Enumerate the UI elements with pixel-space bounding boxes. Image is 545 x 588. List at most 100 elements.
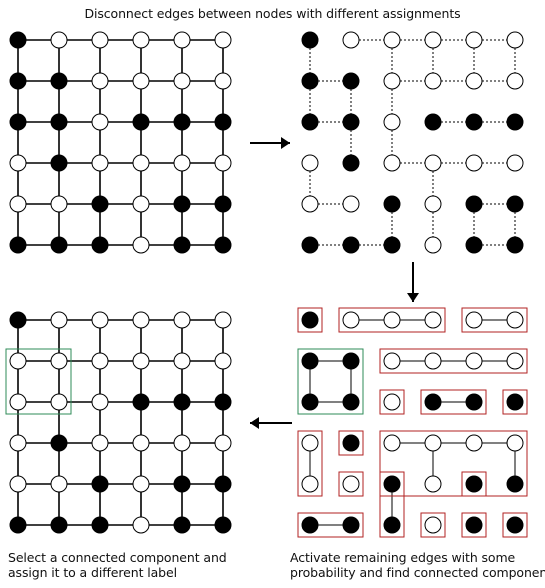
panel-components-node-black xyxy=(465,516,483,534)
arrow-right-head xyxy=(281,137,290,149)
panel-initial-node-white xyxy=(132,236,150,254)
panel-relabeled-node-white xyxy=(132,516,150,534)
panel-relabeled-node-black xyxy=(50,516,68,534)
component-box xyxy=(502,389,528,415)
bottom-right-caption-line-2: probability and find connected componen xyxy=(290,565,545,580)
panel-disconnected-node-white xyxy=(301,154,319,172)
panel-components-node-black xyxy=(383,475,401,493)
panel-relabeled-node-white xyxy=(214,352,232,370)
component-box xyxy=(379,471,405,538)
panel-disconnected-node-white xyxy=(383,154,401,172)
panel-components-node-black xyxy=(301,311,319,329)
panel-initial-node-black xyxy=(132,113,150,131)
component-box xyxy=(338,307,446,333)
panel-relabeled-node-white xyxy=(9,393,27,411)
panel-initial-node-black xyxy=(9,31,27,49)
panel-relabeled-node-white xyxy=(91,352,109,370)
panel-relabeled-node-black xyxy=(50,434,68,452)
panel-disconnected-node-black xyxy=(301,236,319,254)
panel-relabeled-node-white xyxy=(91,434,109,452)
panel-disconnected-node-black xyxy=(301,31,319,49)
panel-relabeled-node-white xyxy=(9,475,27,493)
panel-disconnected-node-white xyxy=(424,195,442,213)
component-box xyxy=(297,430,323,497)
panel-disconnected-node-black xyxy=(342,154,360,172)
panel-components-node-white xyxy=(383,434,401,452)
bottom-left-caption-line-1: Select a connected component and xyxy=(8,550,227,565)
panel-initial-node-white xyxy=(9,195,27,213)
panel-disconnected-node-black xyxy=(342,113,360,131)
panel-disconnected-node-white xyxy=(506,31,524,49)
panel-initial-node-white xyxy=(50,195,68,213)
panel-initial-node-black xyxy=(50,236,68,254)
panel-initial-node-white xyxy=(214,154,232,172)
panel-disconnected-node-black xyxy=(383,195,401,213)
panel-initial-node-white xyxy=(91,113,109,131)
panel-components-node-white xyxy=(424,516,442,534)
panel-components-node-black xyxy=(506,516,524,534)
panel-initial-node-black xyxy=(50,72,68,90)
panel-relabeled-node-black xyxy=(173,393,191,411)
component-box xyxy=(379,430,528,497)
panel-disconnected-node-white xyxy=(383,31,401,49)
panel-relabeled-node-white xyxy=(9,434,27,452)
component-box xyxy=(461,307,528,333)
panel-disconnected-node-black xyxy=(506,113,524,131)
panel-components-node-white xyxy=(506,434,524,452)
panel-components-node-white xyxy=(383,352,401,370)
panel-disconnected-node-white xyxy=(301,195,319,213)
panel-disconnected-node-black xyxy=(383,236,401,254)
relabeled-component-box xyxy=(5,348,72,415)
component-box xyxy=(379,389,405,415)
top-caption: Disconnect edges between nodes with diff… xyxy=(84,6,461,21)
panel-disconnected-node-black xyxy=(506,195,524,213)
panel-components-node-white xyxy=(506,352,524,370)
panel-initial-node-black xyxy=(9,236,27,254)
panel-disconnected-node-white xyxy=(465,72,483,90)
panel-components-node-white xyxy=(342,475,360,493)
panel-relabeled-node-black xyxy=(214,475,232,493)
panel-relabeled-node-white xyxy=(214,311,232,329)
panel-initial-node-black xyxy=(91,195,109,213)
component-box xyxy=(461,512,487,538)
panel-initial-node-black xyxy=(50,154,68,172)
panel-initial-node-black xyxy=(214,195,232,213)
arrow-left-head xyxy=(250,417,259,429)
panel-initial-node-white xyxy=(132,195,150,213)
panel-relabeled-node-white xyxy=(173,434,191,452)
panel-disconnected-node-white xyxy=(383,72,401,90)
panel-components-node-black xyxy=(506,475,524,493)
panel-relabeled-node-white xyxy=(91,393,109,411)
panel-disconnected-node-white xyxy=(506,72,524,90)
panel-components-node-white xyxy=(383,393,401,411)
panel-initial-node-white xyxy=(132,154,150,172)
panel-initial-node-white xyxy=(173,31,191,49)
panel-relabeled-node-white xyxy=(50,311,68,329)
component-box xyxy=(502,512,528,538)
panel-relabeled-node-white xyxy=(132,434,150,452)
arrow-down-head xyxy=(407,293,419,302)
panel-relabeled-node-black xyxy=(173,516,191,534)
selected-component-box xyxy=(297,348,364,415)
component-box xyxy=(297,307,323,333)
bottom-left-caption-line-2: assign it to a different label xyxy=(8,565,177,580)
panel-relabeled-node-white xyxy=(132,311,150,329)
panel-initial-node-black xyxy=(91,236,109,254)
panel-disconnected-node-white xyxy=(342,195,360,213)
panel-initial-node-white xyxy=(173,72,191,90)
panel-components-node-white xyxy=(465,352,483,370)
panel-components-node-white xyxy=(301,434,319,452)
panel-components-node-black xyxy=(301,352,319,370)
panel-relabeled-node-white xyxy=(132,475,150,493)
panel-initial-node-white xyxy=(9,154,27,172)
bottom-right-caption-line-1: Activate remaining edges with some xyxy=(290,550,516,565)
component-box xyxy=(297,512,364,538)
panel-disconnected-node-white xyxy=(383,113,401,131)
panel-components-node-white xyxy=(465,434,483,452)
panel-components-node-black xyxy=(424,393,442,411)
panel-disconnected-node-black xyxy=(465,113,483,131)
panel-relabeled-node-black xyxy=(173,475,191,493)
panel-initial-node-white xyxy=(91,154,109,172)
panel-components-node-white xyxy=(424,434,442,452)
panel-relabeled-node-black xyxy=(9,311,27,329)
